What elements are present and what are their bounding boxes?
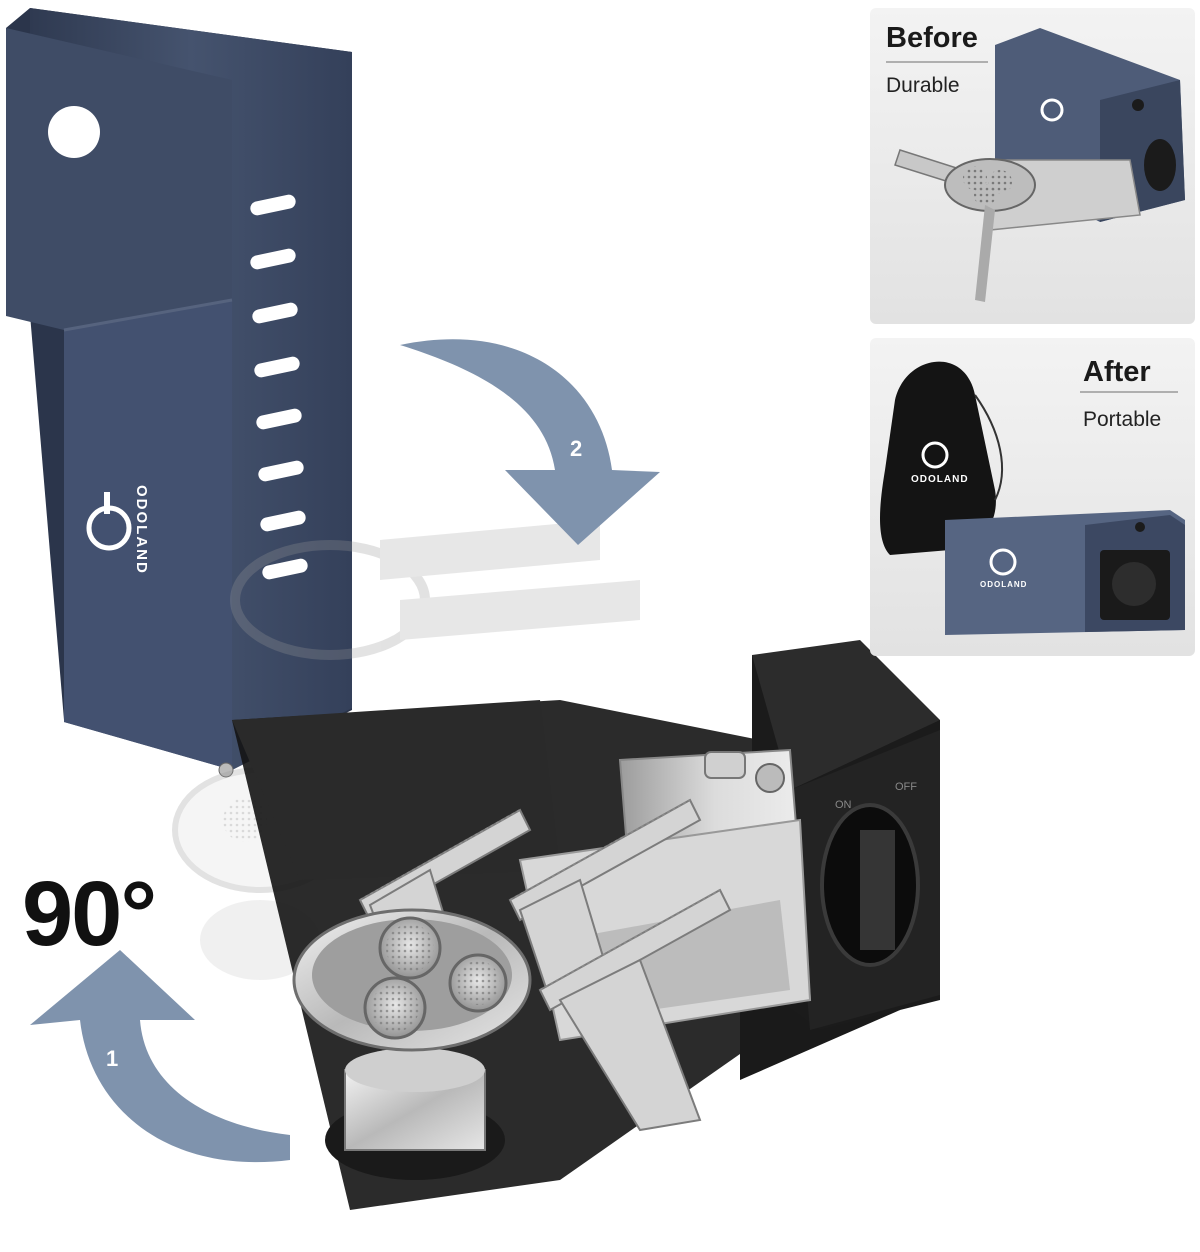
before-panel: [870, 8, 1195, 324]
step-2-label: 2: [570, 436, 583, 461]
case-logo-icon: [989, 548, 1017, 576]
step-1-label: 1: [106, 1046, 119, 1071]
after-subtitle: Portable: [1083, 408, 1162, 431]
angle-label: 90°: [22, 863, 157, 965]
vent-slots: [250, 194, 308, 580]
before-subtitle: Durable: [886, 74, 960, 97]
bag-logo-icon: [921, 441, 949, 469]
brand-name: ODOLAND: [133, 485, 150, 575]
after-panel: [870, 338, 1195, 656]
carry-bag: [880, 361, 996, 555]
svg-text:OFF: OFF: [895, 781, 917, 793]
case-brand-name: ODOLAND: [980, 580, 1028, 589]
svg-text:ON: ON: [835, 799, 852, 811]
arrow-2-icon: [400, 339, 660, 545]
bag-brand-name: ODOLAND: [911, 474, 969, 485]
hang-hole: [48, 106, 100, 158]
arrow-1-icon: [30, 950, 290, 1163]
after-title: After: [1083, 356, 1151, 388]
control-knob-icon: [860, 830, 895, 950]
burner: [292, 908, 532, 1180]
before-title: Before: [886, 22, 978, 54]
serrated-edge: [359, 799, 721, 991]
before-logo-icon: [1040, 98, 1064, 122]
case-lid: [6, 8, 352, 778]
